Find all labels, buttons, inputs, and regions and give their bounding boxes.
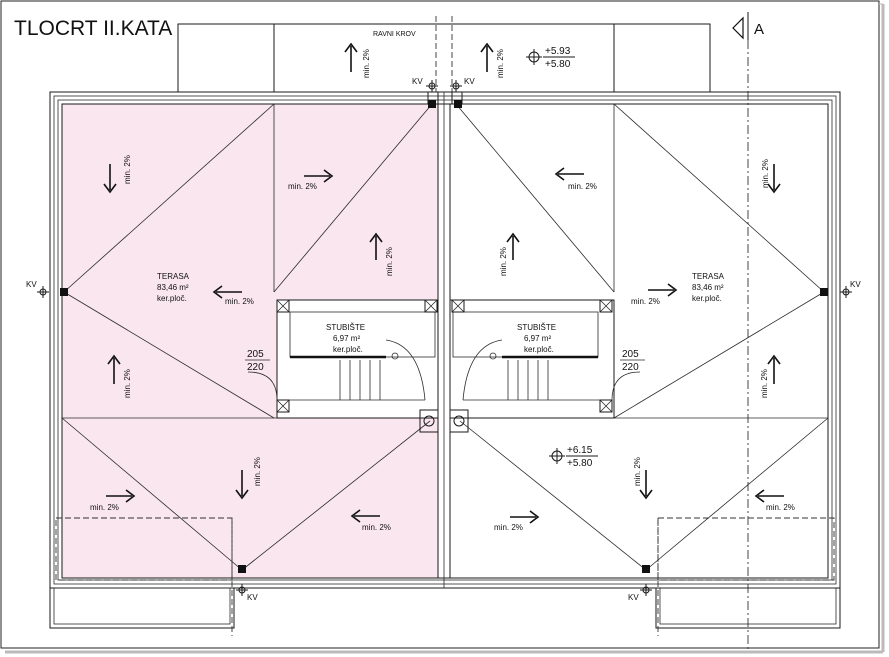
svg-text:min. 2%: min. 2% — [225, 297, 254, 306]
drain-icon — [450, 80, 462, 92]
svg-text:83,46 m²: 83,46 m² — [692, 283, 724, 292]
arrow-right-icon — [510, 510, 540, 524]
svg-text:min. 2%: min. 2% — [494, 523, 523, 532]
svg-text:KV: KV — [412, 77, 423, 86]
plan-title: TLOCRT II.KATA — [14, 17, 172, 40]
svg-text:6,97 m²: 6,97 m² — [333, 334, 360, 343]
svg-text:220: 220 — [622, 362, 639, 373]
svg-text:205: 205 — [622, 349, 639, 360]
svg-text:83,46 m²: 83,46 m² — [157, 283, 189, 292]
arrow-up-icon — [369, 232, 383, 260]
svg-text:KV: KV — [247, 593, 258, 602]
arrow-down-icon — [235, 470, 249, 500]
svg-text:min. 2%: min. 2% — [766, 503, 795, 512]
svg-text:A: A — [754, 21, 764, 38]
svg-text:KV: KV — [26, 280, 37, 289]
slope-lines — [61, 103, 829, 571]
arrow-left-icon — [350, 509, 380, 523]
arrow-left-icon — [554, 167, 584, 181]
svg-text:KV: KV — [850, 280, 861, 289]
svg-text:TERASA: TERASA — [692, 272, 725, 281]
arrow-up-icon — [506, 232, 520, 260]
svg-text:+5.80: +5.80 — [545, 59, 571, 70]
svg-text:min. 2%: min. 2% — [631, 297, 660, 306]
arrow-left-icon — [212, 285, 242, 299]
stair-core-right — [449, 299, 641, 419]
arrow-right-icon — [304, 169, 334, 183]
stair-core-left — [247, 299, 439, 419]
arrow-down-icon — [767, 164, 781, 194]
columns — [60, 91, 828, 573]
drain-points — [37, 80, 852, 596]
drain-icon — [426, 80, 438, 92]
section-marker: A — [732, 12, 764, 40]
svg-text:+5.80: +5.80 — [567, 458, 593, 469]
svg-text:min. 2%: min. 2% — [123, 155, 132, 184]
balconies — [49, 517, 841, 636]
level-marker-top: +5.93 +5.80 — [526, 46, 575, 70]
svg-text:min. 2%: min. 2% — [499, 247, 508, 276]
drain-icon — [840, 286, 852, 298]
svg-text:ker.ploč.: ker.ploč. — [333, 345, 363, 354]
drain-icon — [37, 286, 49, 298]
svg-text:min. 2%: min. 2% — [90, 503, 119, 512]
svg-text:min. 2%: min. 2% — [362, 523, 391, 532]
svg-text:KV: KV — [628, 593, 639, 602]
drain-icon — [640, 584, 652, 596]
arrow-down-icon — [103, 164, 117, 194]
arrow-right-icon — [106, 489, 136, 503]
stair-left-label: STUBIŠTE 6,97 m² ker.ploč. — [326, 323, 365, 354]
svg-text:min. 2%: min. 2% — [385, 247, 394, 276]
svg-text:205: 205 — [247, 349, 264, 360]
arrow-up-icon — [480, 42, 494, 72]
stair-right-label: STUBIŠTE 6,97 m² ker.ploč. — [517, 323, 556, 354]
svg-text:min. 2%: min. 2% — [760, 369, 769, 398]
terrace-left-label: TERASA 83,46 m² ker.ploč. — [157, 272, 190, 303]
svg-text:220: 220 — [247, 362, 264, 373]
left-unit-fill — [62, 104, 438, 578]
arrow-up-icon — [767, 354, 781, 384]
slope-arrows: min. 2% min. 2% min. 2% min. 2% min. 2% … — [90, 42, 795, 532]
svg-text:min. 2%: min. 2% — [123, 369, 132, 398]
svg-text:min. 2%: min. 2% — [761, 159, 770, 188]
arrow-up-icon — [344, 42, 358, 72]
svg-text:min. 2%: min. 2% — [288, 182, 317, 191]
terrace-right-label: TERASA 83,46 m² ker.ploč. — [692, 272, 725, 303]
arrow-left-icon — [754, 489, 784, 503]
svg-text:+6.15: +6.15 — [567, 445, 593, 456]
svg-text:min. 2%: min. 2% — [633, 457, 642, 486]
svg-text:STUBIŠTE: STUBIŠTE — [517, 323, 556, 332]
svg-text:TERASA: TERASA — [157, 272, 190, 281]
svg-text:min. 2%: min. 2% — [496, 49, 505, 78]
arrow-down-icon — [639, 470, 653, 500]
svg-text:min. 2%: min. 2% — [253, 457, 262, 486]
arrow-up-icon — [107, 354, 121, 384]
opening-right: 205 220 — [620, 349, 645, 373]
svg-text:ker.ploč.: ker.ploč. — [157, 294, 187, 303]
svg-text:min. 2%: min. 2% — [362, 49, 371, 78]
svg-text:STUBIŠTE: STUBIŠTE — [326, 323, 365, 332]
opening-left: 205 220 — [245, 349, 270, 373]
svg-text:min. 2%: min. 2% — [568, 182, 597, 191]
svg-text:ker.ploč.: ker.ploč. — [524, 345, 554, 354]
level-marker-middle: +6.15 +5.80 — [549, 445, 598, 469]
drain-labels: KV KV KV KV KV KV — [26, 77, 861, 602]
svg-text:6,97 m²: 6,97 m² — [524, 334, 551, 343]
svg-text:+5.93: +5.93 — [545, 46, 571, 57]
svg-text:KV: KV — [464, 77, 475, 86]
svg-text:ker.ploč.: ker.ploč. — [692, 294, 722, 303]
roof-label: RAVNI KROV — [373, 31, 416, 38]
arrow-right-icon — [648, 283, 678, 297]
drain-icon — [236, 584, 248, 596]
